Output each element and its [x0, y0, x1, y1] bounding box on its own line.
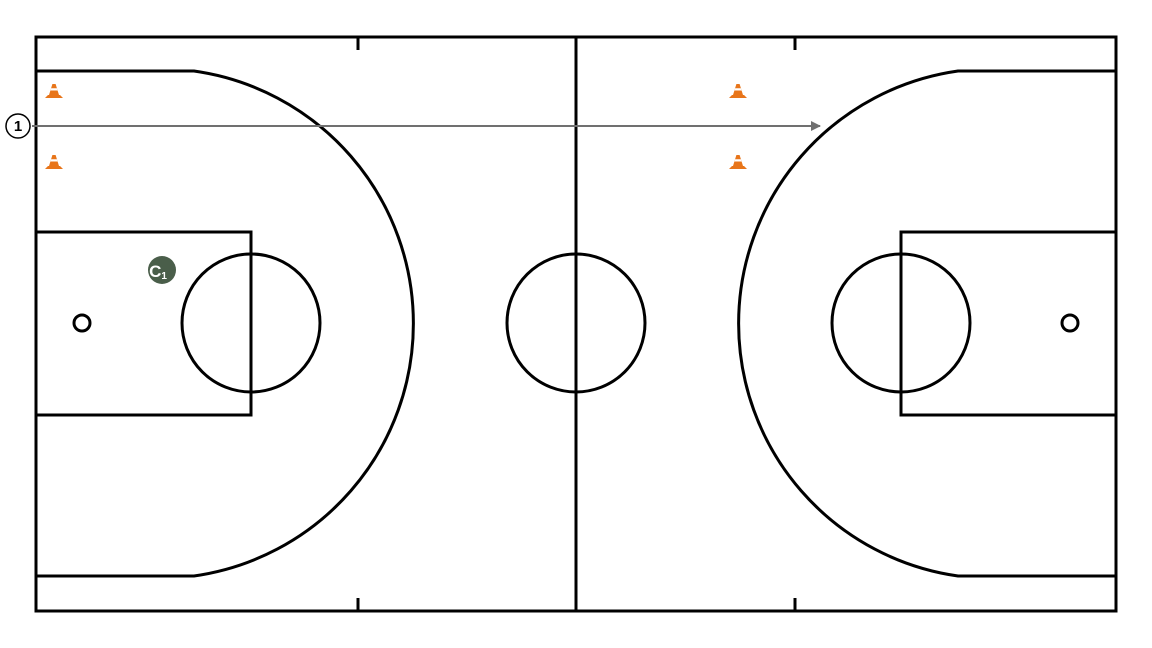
player-1-label: 1 [14, 118, 22, 135]
basket-right [1060, 313, 1080, 333]
coach-marker[interactable]: C1 [148, 256, 176, 284]
free-throw-circle-right [830, 252, 972, 394]
traffic-cone-icon [45, 155, 63, 169]
traffic-cone-icon [729, 84, 747, 98]
traffic-cone-icon [45, 84, 63, 98]
three-point-line-left [36, 69, 415, 578]
free-throw-lane-right [899, 230, 1118, 417]
free-throw-circle-left [180, 252, 322, 394]
basket-left [72, 313, 92, 333]
free-throw-lane-left [34, 230, 253, 417]
coach-subscript: 1 [161, 271, 167, 282]
center-circle [505, 252, 647, 394]
player-1-marker[interactable]: 1 [5, 113, 31, 139]
three-point-line-right [737, 69, 1116, 578]
coach-label: C1 [149, 262, 167, 282]
traffic-cone-icon [729, 155, 747, 169]
